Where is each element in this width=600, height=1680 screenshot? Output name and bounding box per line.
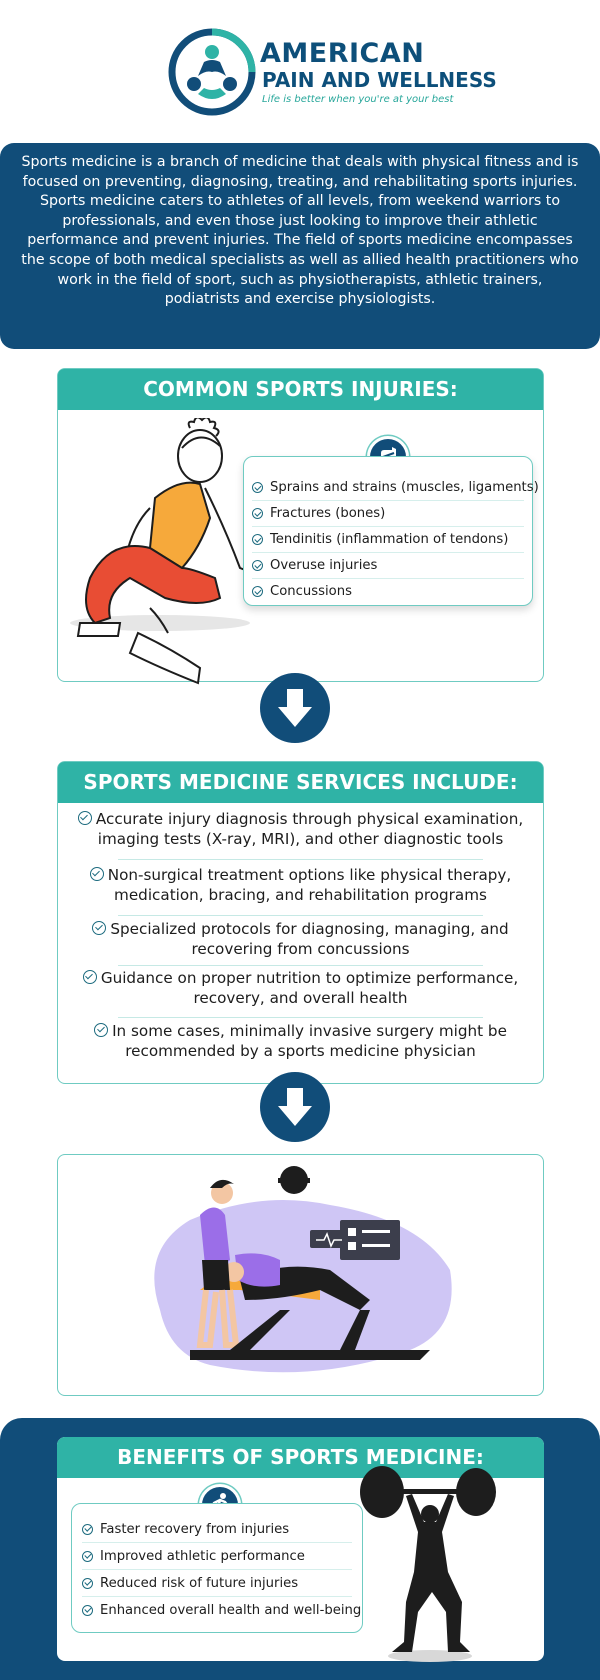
check-circle-icon (92, 921, 107, 935)
check-circle-icon (82, 1577, 93, 1589)
divider (118, 915, 483, 916)
three-figures-logo-icon (168, 28, 256, 116)
check-circle-icon (82, 1523, 93, 1535)
intro-banner: Sports medicine is a branch of medicine … (0, 143, 600, 349)
check-circle-icon (82, 1550, 93, 1562)
check-circle-icon (252, 560, 263, 571)
check-circle-icon (94, 1023, 109, 1037)
list-item: Accurate injury diagnosis through physic… (72, 810, 529, 849)
injuries-title: COMMON SPORTS INJURIES: (58, 369, 543, 410)
check-circle-icon (89, 867, 104, 881)
list-item: Guidance on proper nutrition to optimize… (72, 969, 529, 1008)
brand-name-line1: AMERICAN (260, 38, 425, 69)
list-item: Overuse injuries (252, 553, 524, 579)
brand-logo[interactable]: AMERICAN PAIN AND WELLNESS Life is bette… (168, 28, 497, 118)
trainer-bench-press-illustration (154, 1166, 452, 1373)
divider (118, 1017, 483, 1018)
list-item: Enhanced overall health and well-being (82, 1597, 361, 1623)
check-circle-icon (252, 508, 263, 519)
services-title: SPORTS MEDICINE SERVICES INCLUDE: (58, 762, 543, 803)
down-arrow-icon (260, 673, 330, 743)
list-item: Reduced risk of future injuries (82, 1570, 352, 1597)
brand-tagline: Life is better when you're at your best (262, 94, 454, 105)
check-circle-icon (82, 1604, 93, 1616)
brand-name-line2: PAIN AND WELLNESS (262, 68, 497, 92)
list-item: Fractures (bones) (252, 501, 524, 527)
divider (118, 965, 483, 966)
list-item: Faster recovery from injuries (82, 1516, 352, 1543)
check-circle-icon (252, 586, 263, 597)
down-arrow-icon (260, 1072, 330, 1142)
list-item: Sprains and strains (muscles, ligaments) (252, 475, 539, 501)
benefits-title: BENEFITS OF SPORTS MEDICINE: (57, 1437, 544, 1478)
list-item: Non-surgical treatment options like phys… (72, 866, 529, 905)
list-item: Specialized protocols for diagnosing, ma… (72, 920, 529, 959)
list-item: Concussions (252, 579, 524, 604)
weightlifter-silhouette-illustration (360, 1466, 496, 1662)
list-item: In some cases, minimally invasive surger… (72, 1022, 529, 1061)
services-panel: SPORTS MEDICINE SERVICES INCLUDE: Accura… (57, 761, 544, 1084)
injuries-list: Sprains and strains (muscles, ligaments)… (243, 456, 539, 606)
list-item: Improved athletic performance (82, 1543, 352, 1570)
athlete-illustration (70, 418, 280, 685)
list-item: Tendinitis (inflammation of tendons) (252, 527, 524, 553)
check-circle-icon (77, 811, 92, 825)
check-circle-icon (252, 534, 263, 545)
benefits-list: Faster recovery from injuries Improved a… (71, 1503, 363, 1633)
intro-text: Sports medicine is a branch of medicine … (21, 154, 579, 308)
check-circle-icon (252, 482, 263, 493)
check-circle-icon (82, 970, 97, 984)
divider (118, 859, 483, 860)
